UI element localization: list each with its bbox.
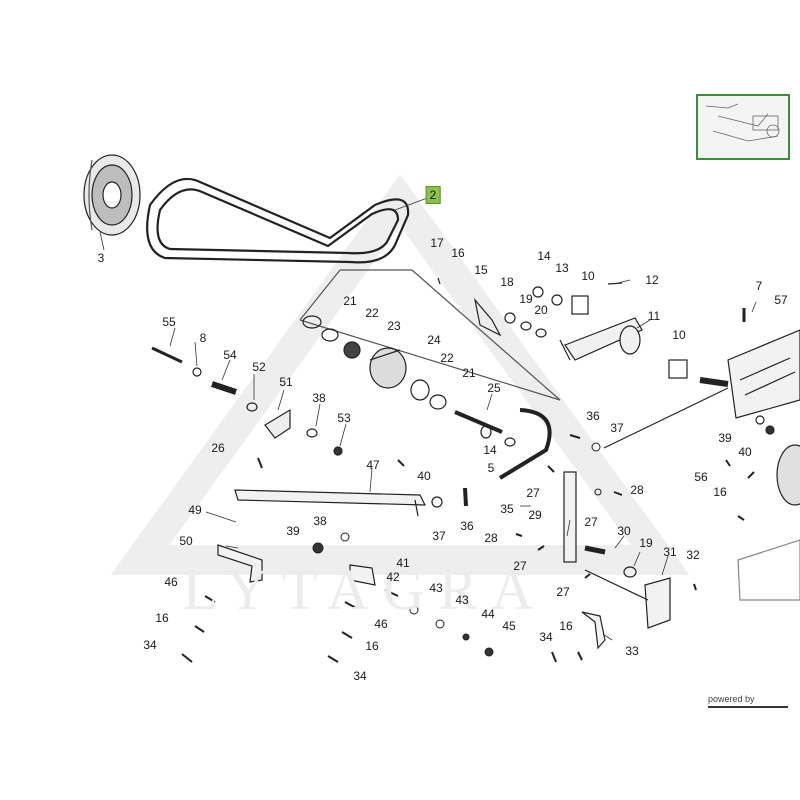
shaft-and-hose <box>454 408 552 480</box>
powered-by-logo-bar <box>708 706 788 708</box>
bracket-31 <box>584 569 671 629</box>
part-callout-2[interactable]: 2 <box>425 186 441 204</box>
lever-post <box>563 471 637 578</box>
part-callout-55[interactable]: 55 <box>162 315 176 329</box>
part-callout-3[interactable]: 3 <box>97 251 105 265</box>
bracket-33 <box>581 611 606 650</box>
part-callout-45[interactable]: 45 <box>502 619 516 633</box>
part-callout-28[interactable]: 28 <box>630 483 644 497</box>
part-callout-13[interactable]: 13 <box>555 261 569 275</box>
part-callout-42[interactable]: 42 <box>386 570 400 584</box>
part-callout-43[interactable]: 43 <box>429 581 443 595</box>
support-bar <box>234 487 468 517</box>
part-callout-54[interactable]: 54 <box>223 348 237 362</box>
part-callout-23[interactable]: 23 <box>387 319 401 333</box>
part-callout-19[interactable]: 19 <box>639 536 653 550</box>
brand-watermark: LYTAGRA <box>182 557 548 622</box>
part-callout-49[interactable]: 49 <box>188 503 202 517</box>
left-hardware <box>151 346 343 456</box>
part-callout-26[interactable]: 26 <box>211 441 225 455</box>
part-callout-25[interactable]: 25 <box>487 381 501 395</box>
part-callout-39[interactable]: 39 <box>286 524 300 538</box>
part-callout-52[interactable]: 52 <box>252 360 266 374</box>
diagram-thumbnail-navigator[interactable] <box>696 94 790 160</box>
part-callout-15[interactable]: 15 <box>474 263 488 277</box>
part-callout-11[interactable]: 11 <box>647 309 661 323</box>
part-callout-40[interactable]: 40 <box>417 469 431 483</box>
part-callout-10[interactable]: 10 <box>581 269 595 283</box>
fasteners <box>181 434 755 663</box>
part-callout-22[interactable]: 22 <box>440 351 454 365</box>
thumbnail-preview <box>705 103 780 142</box>
part-callout-5[interactable]: 5 <box>487 461 495 475</box>
part-callout-34[interactable]: 34 <box>353 669 367 683</box>
tensioner-arm <box>437 277 688 379</box>
powered-by-label: powered by <box>708 694 755 704</box>
part-callout-38[interactable]: 38 <box>312 391 326 405</box>
bracket-50 <box>217 544 263 583</box>
idler-pulley <box>302 315 447 410</box>
part-callout-53[interactable]: 53 <box>337 411 351 425</box>
part-callout-41[interactable]: 41 <box>396 556 410 570</box>
part-callout-37[interactable]: 37 <box>610 421 624 435</box>
part-callout-14[interactable]: 14 <box>483 443 497 457</box>
part-callout-43[interactable]: 43 <box>455 593 469 607</box>
part-callout-10[interactable]: 10 <box>672 328 686 342</box>
part-callout-34[interactable]: 34 <box>143 638 157 652</box>
part-callout-22[interactable]: 22 <box>365 306 379 320</box>
right-housing <box>603 308 800 601</box>
drive-belt <box>146 177 410 264</box>
part-callout-46[interactable]: 46 <box>374 617 388 631</box>
leader-lines <box>99 196 757 641</box>
part-callout-50[interactable]: 50 <box>179 534 193 548</box>
part-callout-21[interactable]: 21 <box>343 294 357 308</box>
part-callout-39[interactable]: 39 <box>718 431 732 445</box>
part-callout-32[interactable]: 32 <box>686 548 700 562</box>
part-callout-46[interactable]: 46 <box>164 575 178 589</box>
part-callout-36[interactable]: 36 <box>586 409 600 423</box>
left-pulley <box>83 154 141 236</box>
part-callout-27[interactable]: 27 <box>526 486 540 500</box>
part-callout-16[interactable]: 16 <box>713 485 727 499</box>
part-callout-27[interactable]: 27 <box>556 585 570 599</box>
part-callout-57[interactable]: 57 <box>774 293 788 307</box>
part-callout-21[interactable]: 21 <box>462 366 476 380</box>
part-callout-7[interactable]: 7 <box>755 279 763 293</box>
part-callout-31[interactable]: 31 <box>663 545 677 559</box>
part-callout-16[interactable]: 16 <box>451 246 465 260</box>
part-callout-33[interactable]: 33 <box>625 644 639 658</box>
part-callout-16[interactable]: 16 <box>365 639 379 653</box>
part-callout-35[interactable]: 35 <box>500 502 514 516</box>
part-callout-36[interactable]: 36 <box>460 519 474 533</box>
part-callout-20[interactable]: 20 <box>534 303 548 317</box>
part-callout-14[interactable]: 14 <box>537 249 551 263</box>
part-callout-56[interactable]: 56 <box>694 470 708 484</box>
part-callout-16[interactable]: 16 <box>155 611 169 625</box>
part-callout-18[interactable]: 18 <box>500 275 514 289</box>
part-callout-34[interactable]: 34 <box>539 630 553 644</box>
part-callout-12[interactable]: 12 <box>645 273 659 287</box>
part-callout-29[interactable]: 29 <box>528 508 542 522</box>
bracket-41 <box>349 564 376 586</box>
part-callout-24[interactable]: 24 <box>427 333 441 347</box>
part-callout-19[interactable]: 19 <box>519 292 533 306</box>
part-callout-27[interactable]: 27 <box>584 515 598 529</box>
part-callout-51[interactable]: 51 <box>279 375 293 389</box>
part-callout-8[interactable]: 8 <box>199 331 207 345</box>
part-callout-38[interactable]: 38 <box>313 514 327 528</box>
part-callout-17[interactable]: 17 <box>430 236 444 250</box>
part-callout-28[interactable]: 28 <box>484 531 498 545</box>
part-callout-27[interactable]: 27 <box>513 559 527 573</box>
part-callout-30[interactable]: 30 <box>617 524 631 538</box>
part-callout-40[interactable]: 40 <box>738 445 752 459</box>
part-callout-44[interactable]: 44 <box>481 607 495 621</box>
part-callout-47[interactable]: 47 <box>366 458 380 472</box>
part-callout-37[interactable]: 37 <box>432 529 446 543</box>
watermark-triangle <box>110 174 690 575</box>
part-callout-16[interactable]: 16 <box>559 619 573 633</box>
